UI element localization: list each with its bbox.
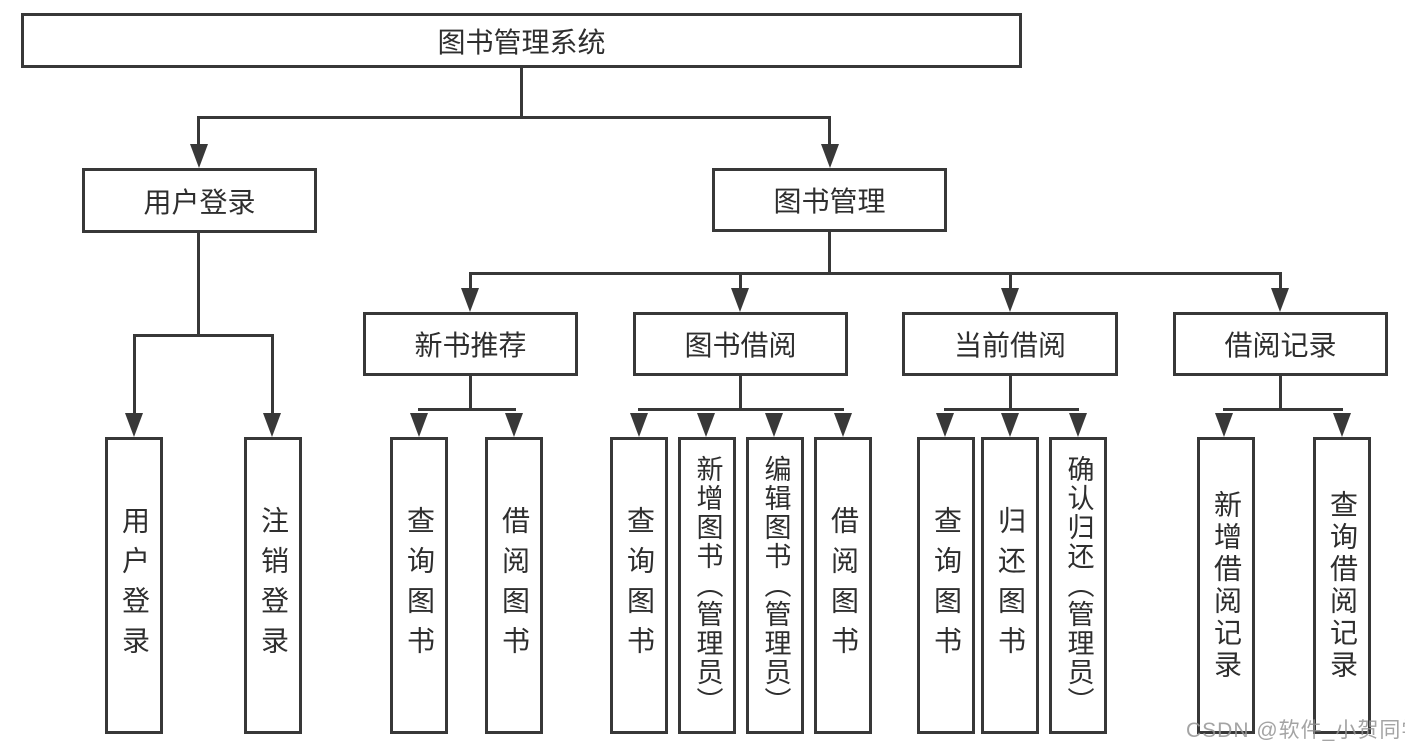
leaf-edit-books-admin: 编辑图书（管理员）	[746, 437, 804, 734]
arrow-down-icon	[1069, 413, 1087, 437]
root-node: 图书管理系统	[21, 13, 1022, 68]
arrow-down-icon	[834, 413, 852, 437]
connector-line	[828, 232, 831, 275]
leaf-label: 查询图书	[931, 505, 962, 666]
node-label: 当前借阅	[953, 330, 1066, 361]
leaf-label: 借阅图书	[499, 505, 530, 666]
arrow-down-icon	[263, 413, 281, 437]
connector-line	[739, 375, 742, 411]
node-label: 图书借阅	[684, 330, 797, 361]
leaf-query-borrow-record: 查询借阅记录	[1313, 437, 1371, 734]
arrow-down-icon	[461, 288, 479, 312]
leaf-query-books-current: 查询图书	[917, 437, 975, 734]
arrow-down-icon	[765, 413, 783, 437]
connector-line	[469, 272, 1282, 275]
connector-line	[944, 408, 1079, 411]
leaf-label: 查询图书	[624, 505, 655, 666]
arrow-down-icon	[731, 288, 749, 312]
leaf-label: 新增借阅记录	[1211, 489, 1242, 682]
arrow-down-icon	[125, 413, 143, 437]
connector-line	[197, 116, 200, 146]
connector-line	[1009, 375, 1012, 411]
leaf-query-books-recommend: 查询图书	[390, 437, 448, 734]
leaf-add-books-admin: 新增图书（管理员）	[678, 437, 736, 734]
connector-line	[418, 408, 516, 411]
leaf-label: 新增图书（管理员）	[692, 455, 723, 716]
leaf-label: 归还图书	[995, 505, 1026, 666]
arrow-down-icon	[697, 413, 715, 437]
leaf-label: 确认归还（管理员）	[1063, 455, 1094, 716]
arrow-down-icon	[1001, 288, 1019, 312]
watermark-text: CSDN @软件_小贺同学	[1186, 719, 1405, 742]
connector-line	[520, 68, 523, 119]
arrow-down-icon	[410, 413, 428, 437]
node-current-borrowing: 当前借阅	[902, 312, 1118, 376]
node-label: 图书管理	[773, 186, 886, 217]
arrow-down-icon	[821, 144, 839, 168]
leaf-user-login: 用户登录	[105, 437, 163, 734]
leaf-label: 用户登录	[119, 505, 150, 666]
arrow-down-icon	[1215, 413, 1233, 437]
node-label: 借阅记录	[1224, 330, 1337, 361]
root-node-label: 图书管理系统	[437, 26, 606, 58]
node-user-login: 用户登录	[82, 168, 317, 233]
connector-line	[739, 272, 742, 290]
connector-line	[197, 233, 200, 337]
leaf-label: 查询借阅记录	[1327, 489, 1358, 682]
leaf-logout: 注销登录	[244, 437, 302, 734]
connector-line	[133, 334, 274, 337]
connector-line	[271, 334, 274, 416]
leaf-label: 编辑图书（管理员）	[760, 455, 791, 716]
leaf-add-borrow-record: 新增借阅记录	[1197, 437, 1255, 734]
node-borrowing-records: 借阅记录	[1173, 312, 1388, 376]
connector-line	[1009, 272, 1012, 290]
node-new-book-recommend: 新书推荐	[363, 312, 578, 376]
leaf-label: 查询图书	[404, 505, 435, 666]
leaf-label: 注销登录	[258, 505, 289, 666]
connector-line	[1279, 375, 1282, 411]
connector-line	[198, 116, 831, 119]
arrow-down-icon	[505, 413, 523, 437]
leaf-borrow-books-recommend: 借阅图书	[485, 437, 543, 734]
connector-line	[1223, 408, 1343, 411]
arrow-down-icon	[1271, 288, 1289, 312]
connector-line	[469, 272, 472, 290]
arrow-down-icon	[190, 144, 208, 168]
node-label: 用户登录	[143, 186, 256, 218]
leaf-label: 借阅图书	[828, 505, 859, 666]
node-label: 新书推荐	[414, 330, 527, 361]
connector-line	[133, 334, 136, 416]
node-book-borrowing: 图书借阅	[633, 312, 848, 376]
arrow-down-icon	[936, 413, 954, 437]
connector-line	[638, 408, 844, 411]
connector-line	[828, 116, 831, 146]
leaf-query-books-borrowing: 查询图书	[610, 437, 668, 734]
connector-line	[469, 375, 472, 411]
leaf-borrow-books-borrowing: 借阅图书	[814, 437, 872, 734]
leaf-return-books: 归还图书	[981, 437, 1039, 734]
leaf-confirm-return-admin: 确认归还（管理员）	[1049, 437, 1107, 734]
arrow-down-icon	[1333, 413, 1351, 437]
arrow-down-icon	[630, 413, 648, 437]
connector-line	[1279, 272, 1282, 290]
node-book-management: 图书管理	[712, 168, 947, 232]
arrow-down-icon	[1001, 413, 1019, 437]
